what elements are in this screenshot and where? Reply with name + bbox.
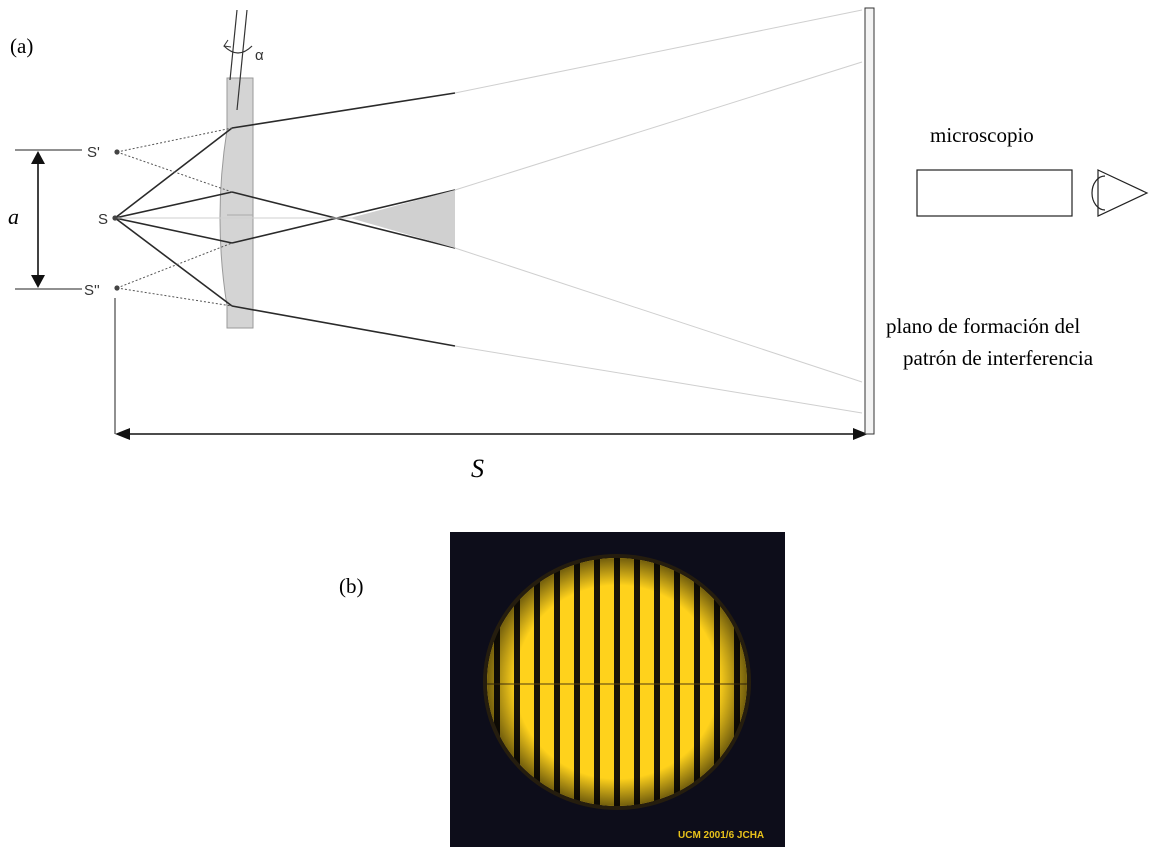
- rotation-axis: [223, 9, 253, 111]
- biprism: [219, 77, 254, 329]
- source-s-prime-label: S': [87, 144, 100, 161]
- observation-plane: [864, 7, 875, 435]
- source-s-double-prime-point: [114, 285, 120, 291]
- separation-arrow: [31, 151, 45, 288]
- real-rays: [114, 92, 456, 347]
- photo-watermark: UCM 2001/6 JCHA: [678, 830, 764, 841]
- interference-fringe-photo: UCM 2001/6 JCHA: [450, 532, 785, 847]
- plane-label-line1: plano de formación del: [886, 314, 1080, 338]
- distance-arrow: [115, 428, 868, 440]
- overlap-region: [350, 190, 455, 248]
- continuation-rays: [115, 9, 863, 414]
- eye-icon: [1091, 169, 1149, 217]
- microscope-body: [916, 169, 1073, 217]
- source-s-point: [112, 215, 118, 221]
- virtual-rays: [116, 127, 233, 307]
- panel-b: (b) UCM 2001/6 JCHA: [339, 532, 785, 847]
- angle-alpha-label: α: [255, 47, 264, 64]
- separation-a-label: a: [8, 204, 19, 229]
- microscope-label: microscopio: [930, 123, 1034, 147]
- panel-a-label: (a): [10, 34, 33, 58]
- panel-b-label: (b): [339, 574, 364, 598]
- source-s-label: S: [98, 211, 108, 228]
- panel-a: (a) α: [8, 7, 1149, 483]
- source-s-double-prime-label: S'': [84, 282, 100, 299]
- plane-label-line2: patrón de interferencia: [903, 346, 1094, 370]
- source-s-prime-point: [114, 149, 120, 155]
- distance-s-label: S: [471, 454, 484, 483]
